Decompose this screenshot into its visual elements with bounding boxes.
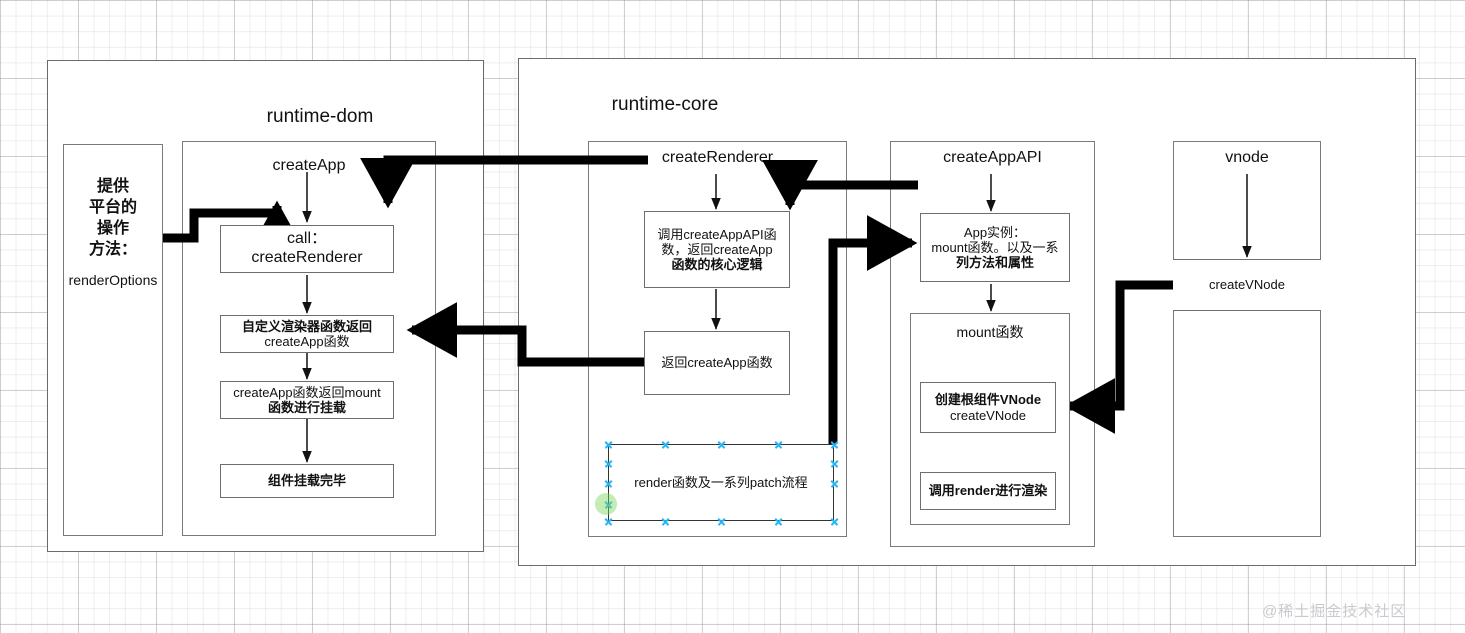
render-options-line-2: 平台的 [88, 199, 137, 217]
return-create-app-label: 返回createApp函数 [661, 355, 773, 371]
node-mount-done[interactable]: 组件挂载完毕 [220, 464, 394, 498]
app-instance-line2: mount函数。以及一系 [931, 239, 1059, 255]
selection-handle-s3[interactable] [774, 517, 783, 526]
group-title-runtime-core: runtime-core [611, 94, 719, 115]
selection-handle-w2[interactable] [604, 479, 613, 488]
arrow-returncreateapp-to-custom [406, 302, 644, 367]
column-title-render-options: 提供 平台的 操作 方法： [63, 176, 163, 260]
app-instance-line3: 列方法和属性 [955, 255, 1034, 271]
watermark: @稀土掘金技术社区 [1262, 603, 1407, 620]
node-call-render[interactable]: 调用render进行渲染 [920, 472, 1056, 510]
node-return-create-app[interactable]: 返回createApp函数 [644, 331, 790, 395]
arrow-createvnode-to-rootvnode [1064, 280, 1173, 434]
column-title-vnode: vnode [1225, 149, 1269, 166]
selection-handle-nw[interactable] [604, 440, 613, 449]
group-title-runtime-dom: runtime-dom [266, 106, 374, 127]
mount-done-label: 组件挂载完毕 [267, 473, 346, 489]
column-title-create-app: createApp [272, 157, 346, 174]
node-call-create-app-api[interactable]: 调用createAppAPI函 数，返回createApp 函数的核心逻辑 [644, 211, 790, 288]
node-create-vnode[interactable]: createVNode [1173, 259, 1321, 311]
selection-handle-e1[interactable] [830, 459, 839, 468]
selection-handle-n3[interactable] [774, 440, 783, 449]
node-create-root-vnode[interactable]: 创建根组件VNode createVNode [920, 382, 1056, 433]
node-call-create-renderer[interactable]: call： createRenderer [220, 225, 394, 273]
selection-handle-s1[interactable] [661, 517, 670, 526]
column-title-create-renderer: createRenderer [661, 149, 774, 166]
selection-handle-e2[interactable] [830, 479, 839, 488]
create-root-vnode-line1: 创建根组件VNode [934, 392, 1042, 408]
call-create-renderer-line2: createRenderer [251, 249, 363, 266]
selection-handle-s2[interactable] [717, 517, 726, 526]
node-create-app-return-mount[interactable]: createApp函数返回mount 函数进行挂载 [220, 381, 394, 419]
create-app-return-line1: createApp函数返回mount [233, 384, 381, 400]
call-create-renderer-line1: call： [286, 230, 327, 248]
column-title-create-app-api: createAppAPI [943, 149, 1042, 166]
render-patch-label: render函数及一系列patch流程 [634, 474, 808, 490]
arrow-renderoptions-to-call [163, 200, 305, 251]
callapi-line1: 调用createAppAPI函 [657, 226, 777, 242]
arrow-createrenderer-to-call [360, 155, 648, 209]
create-root-vnode-line2: createVNode [950, 407, 1026, 423]
connection-point-highlight[interactable] [595, 493, 617, 515]
arrow-renderpatch-to-appinstance [828, 215, 918, 444]
app-instance-line1: App实例： [963, 224, 1027, 240]
selection-handle-n1[interactable] [661, 440, 670, 449]
selection-handle-n2[interactable] [717, 440, 726, 449]
selection-handle-w1[interactable] [604, 459, 613, 468]
render-options-line-1: 提供 [96, 178, 129, 195]
callapi-line2: 数，返回createApp [661, 241, 773, 257]
node-app-instance[interactable]: App实例： mount函数。以及一系 列方法和属性 [920, 213, 1070, 282]
call-render-label: 调用render进行渲染 [928, 483, 1048, 499]
custom-renderer-line2: createApp函数 [264, 334, 350, 349]
callapi-line3: 函数的核心逻辑 [671, 257, 763, 273]
column-render-options[interactable] [63, 144, 163, 536]
custom-renderer-line1: 自定义渲染器函数返回 [241, 318, 372, 334]
create-vnode-label: createVNode [1209, 277, 1285, 293]
node-custom-renderer-return[interactable]: 自定义渲染器函数返回 createApp函数 [220, 315, 394, 353]
render-options-value: renderOptions [68, 272, 158, 288]
render-options-line-3: 操作 [96, 220, 129, 238]
node-render-patch[interactable]: render函数及一系列patch流程 [608, 444, 834, 521]
selection-handle-se[interactable] [830, 517, 839, 526]
create-app-return-line2: 函数进行挂载 [267, 400, 346, 415]
selection-handle-ne[interactable] [830, 440, 839, 449]
selection-handle-sw[interactable] [604, 517, 613, 526]
arrow-createappapi-to-callapi [762, 160, 918, 211]
mount-function-title: mount函数 [956, 324, 1024, 340]
render-options-line-4: 方法： [88, 241, 137, 259]
